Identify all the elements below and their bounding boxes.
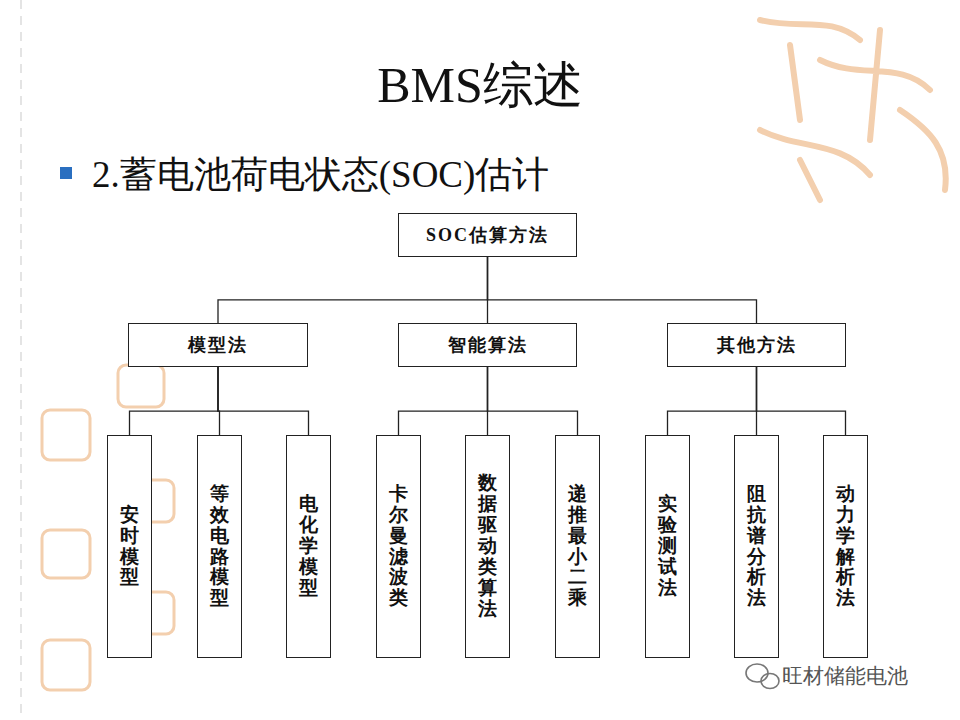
tree-connector — [218, 367, 309, 435]
tree-connector — [757, 367, 846, 435]
method-box: 动力学解析法 — [823, 435, 868, 658]
box-label: 数据驱动类算法 — [478, 473, 497, 619]
box-label: 其他方法 — [717, 333, 797, 357]
method-box: 递推最小二乘 — [555, 435, 600, 658]
box-label: 电化学模型 — [299, 494, 318, 598]
category-box: 其他方法 — [667, 323, 846, 367]
box-label: 递推最小二乘 — [568, 484, 587, 609]
box-label: 卡尔曼滤波类 — [389, 484, 408, 609]
method-box: 实验测试法 — [645, 435, 690, 658]
method-box: 电化学模型 — [286, 435, 331, 658]
box-label: 实验测试法 — [658, 494, 677, 598]
method-box: 阻抗谱分析法 — [734, 435, 779, 658]
seal-ornaments — [42, 20, 946, 690]
category-box: SOC估算方法 — [398, 213, 577, 257]
tree-connector — [218, 257, 488, 323]
bullet-square — [60, 167, 72, 179]
tree-connector — [668, 367, 757, 435]
box-label: 智能算法 — [448, 333, 528, 357]
method-box: 安时模型 — [107, 435, 152, 658]
method-box: 数据驱动类算法 — [465, 435, 510, 658]
box-label: 安时模型 — [120, 505, 139, 589]
method-box: 等效电路模型 — [197, 435, 242, 658]
bullet-heading: 2.蓄电池荷电状态(SOC)估计 — [92, 150, 549, 200]
tree-connector — [130, 367, 219, 435]
watermark: 旺材储能电池 — [782, 662, 908, 690]
box-label: SOC估算方法 — [426, 223, 549, 247]
box-label: 动力学解析法 — [836, 484, 855, 609]
tree-connector — [399, 367, 488, 435]
tree-connector — [488, 257, 757, 323]
category-box: 智能算法 — [398, 323, 577, 367]
tree-connector — [488, 367, 578, 435]
wechat-icon — [746, 664, 779, 689]
method-box: 卡尔曼滤波类 — [376, 435, 421, 658]
category-box: 模型法 — [128, 323, 308, 367]
box-label: 阻抗谱分析法 — [747, 484, 766, 609]
box-label: 模型法 — [188, 333, 248, 357]
slide-title: BMS综述 — [0, 52, 960, 119]
box-label: 等效电路模型 — [210, 484, 229, 609]
